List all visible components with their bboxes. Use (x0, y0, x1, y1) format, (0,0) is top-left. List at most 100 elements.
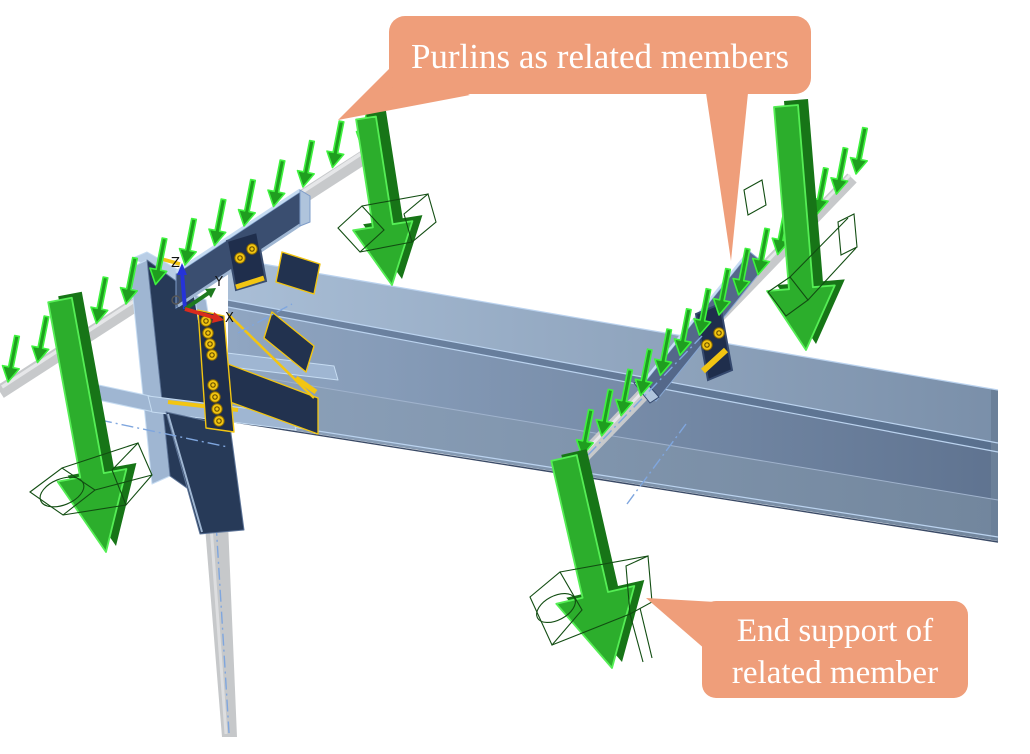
callout-tail (646, 598, 716, 650)
bolt-head (202, 327, 214, 339)
column-web-lower-edge (167, 413, 203, 533)
callout-purlins-text: Purlins as related members (411, 37, 789, 76)
z-axis-label: Z (171, 256, 180, 271)
left-purlin-load-row-arrow-4 (90, 276, 109, 325)
bolt-endplate_lower-3 (211, 403, 223, 415)
bolt-head (234, 252, 246, 264)
right-purlin-load-row-arrow-4 (634, 348, 653, 397)
right-purlin-load-row-arrow-15 (849, 126, 869, 175)
bolt-shank (207, 341, 213, 347)
left-connection (93, 251, 339, 535)
left-end-support-wireframe (29, 442, 153, 516)
bolt-head (206, 349, 218, 361)
left-purlin-load-row-arrow-8 (208, 198, 227, 247)
right-purlin-load-row-arrow-9 (732, 247, 751, 296)
right-purlin-load-row-arrow-1 (575, 408, 595, 457)
support-symbols (29, 179, 858, 663)
bolt-shank (205, 330, 211, 336)
bolt-left_purlin_plate-1 (234, 252, 246, 264)
left-purlin-load-row-arrow-7 (178, 217, 198, 266)
z-axis-arrow (180, 271, 187, 310)
beam-top-face (228, 258, 998, 443)
origin-marker (171, 295, 181, 305)
callout-bubble (389, 16, 811, 94)
channel-end-cap (299, 189, 311, 227)
bolt-shank (216, 418, 222, 424)
callout-end-support-line1: End support of (737, 613, 933, 649)
bolt-shank (209, 352, 215, 358)
bolt-endplate_upper-3 (204, 338, 216, 350)
right-purlin-load-row-arrow-3 (614, 368, 634, 417)
left-purlin-load-row-arrow-5 (119, 256, 139, 305)
right-purlin-load-row-arrow-10 (751, 227, 771, 276)
bolt-endplate_lower-2 (209, 391, 221, 403)
channel-top-lip (175, 188, 301, 274)
bolt-head (209, 391, 221, 403)
bolt-head (204, 338, 216, 350)
bolts (200, 243, 725, 427)
left-purlin-end-support-wireframe (337, 193, 437, 253)
beam-web-face (228, 307, 998, 500)
y-axis-arrow (183, 290, 212, 311)
left-purlin-load-row-arrow-11 (296, 139, 316, 188)
left-purlin-channel (175, 188, 311, 309)
right-purlin-end-arrow (766, 99, 845, 351)
left-purlin-load-row-arrow-12 (326, 120, 345, 169)
bolt-shank (214, 406, 220, 412)
bolt-shank (704, 342, 710, 348)
bolt-endplate_lower-4 (213, 415, 225, 427)
bolt-shank (237, 255, 243, 261)
axis-triad: Z Y X (171, 256, 234, 326)
callout-bubble (702, 601, 968, 698)
bolt-head (211, 403, 223, 415)
bolt-right_purlin_plate-1 (701, 339, 713, 351)
right-purlin-load-row-arrow-6 (673, 307, 692, 357)
center-end-support-arrow-face (550, 454, 636, 669)
bolt-shank (203, 318, 209, 324)
left-purlin-load-row-arrow-6 (149, 237, 168, 286)
left-purlin-load-row-arrow-1 (1, 334, 21, 383)
callout-end-support: End support of related member (646, 598, 968, 698)
bolt-endplate_upper-4 (206, 349, 218, 361)
beam-top-flange-front (228, 300, 998, 452)
x-axis-head (212, 312, 224, 323)
bolt-shank (212, 394, 218, 400)
right-purlin-load-row-arrow-5 (653, 328, 673, 377)
x-axis-label: X (225, 311, 234, 326)
left-purlin-end-arrow (352, 110, 423, 286)
weld-bar (235, 275, 265, 290)
bolt-left_purlin_plate-2 (246, 243, 258, 255)
left-purlin-load-row-arrow-9 (237, 178, 257, 227)
right-purlin-load-row-arrow-8 (712, 267, 732, 316)
callout-end-support-line2: related member (732, 655, 938, 691)
left-purlin-load-row-arrow-2 (31, 315, 50, 364)
y-axis-head (205, 288, 216, 298)
beam-bottom-flange-front (228, 372, 998, 541)
bolt-right_purlin_plate-2 (713, 327, 725, 339)
weld-bar (294, 375, 318, 395)
stiffener-plate-upper (275, 251, 321, 295)
weld-bar (700, 347, 729, 374)
member-centerlines (99, 303, 703, 505)
bolt-shank (210, 382, 216, 388)
left-purlin-load-row-arrow-10 (267, 159, 286, 208)
bolt-head (713, 327, 725, 339)
right-purlin-load-row-arrow-7 (693, 287, 712, 336)
right-purlin-load-row-arrow-2 (595, 388, 614, 437)
callout-tail-right (706, 93, 748, 261)
bolt-shank (249, 246, 255, 252)
main-beam (227, 257, 999, 543)
bolt-head (207, 379, 219, 391)
stiffener-plate-web (263, 311, 315, 373)
bolt-head (213, 415, 225, 427)
bolt-shank (716, 330, 722, 336)
center-end-support-arrow (550, 449, 645, 669)
bolt-endplate_lower-1 (207, 379, 219, 391)
bolt-head (246, 243, 258, 255)
y-axis-label: Y (214, 275, 223, 290)
bolt-endplate_upper-2 (202, 327, 214, 339)
bolt-head (701, 339, 713, 351)
beam-end-face (991, 389, 998, 541)
